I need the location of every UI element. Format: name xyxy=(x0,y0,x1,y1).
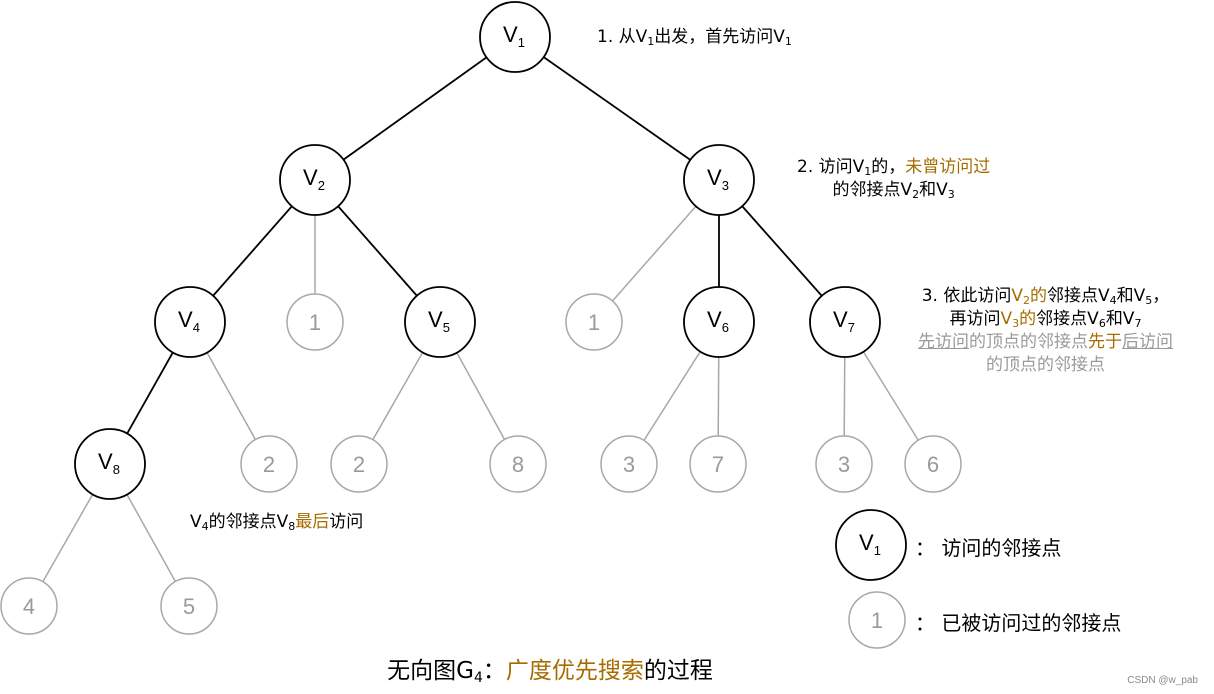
label-v4: V4 xyxy=(178,307,200,335)
visited-edges xyxy=(28,179,934,607)
label-visited-3-b: 3 xyxy=(838,452,850,477)
legend-visited-node xyxy=(848,591,906,649)
node-v6 xyxy=(683,286,755,358)
label-visited-3-a: 3 xyxy=(623,452,635,477)
note-step1: 1. 从V1出发，首先访问V1 xyxy=(597,27,792,48)
label-v5: V5 xyxy=(428,307,450,335)
label-v2: V2 xyxy=(303,165,325,193)
label-v3: V3 xyxy=(707,165,729,193)
visit-edges xyxy=(109,36,846,465)
node-visited-7 xyxy=(689,435,747,493)
node-visited-5 xyxy=(160,577,218,635)
label-visited-1-a: 1 xyxy=(309,310,321,335)
legend-visit-node xyxy=(835,509,907,581)
label-visited-2-b: 2 xyxy=(353,452,365,477)
label-visited-5: 5 xyxy=(183,594,195,619)
node-visited-6 xyxy=(904,435,962,493)
legend-visit-text: ： 访问的邻接点 xyxy=(915,536,1062,560)
edge-v1-v2 xyxy=(314,36,516,181)
note-step4: V4的邻接点V8最后访问 xyxy=(190,512,364,533)
node-visited-3-a xyxy=(600,435,658,493)
label-visited-6: 6 xyxy=(927,452,939,477)
note-step2: 2. 访问V1的，未曾访问过 的邻接点V2和V3 xyxy=(797,157,991,201)
node-v2 xyxy=(279,144,351,216)
label-visited-7: 7 xyxy=(712,452,724,477)
node-v1 xyxy=(479,1,551,73)
legend-visit-node-label: V1 xyxy=(859,530,881,558)
node-visited-2-a xyxy=(240,435,298,493)
edge-v1-v3 xyxy=(514,36,720,181)
node-visited-8 xyxy=(489,435,547,493)
node-visited-1-b xyxy=(565,293,623,351)
label-visited-1-b: 1 xyxy=(588,310,600,335)
diagram-caption: 无向图G4：广度优先搜索的过程 xyxy=(387,658,713,686)
legend-visited-text: ： 已被访问过的邻接点 xyxy=(915,611,1122,635)
node-visited-4 xyxy=(0,577,58,635)
legend-visited-node-label: 1 xyxy=(871,608,883,633)
label-v6: V6 xyxy=(707,307,729,335)
node-v8 xyxy=(74,428,146,500)
node-visited-2-b xyxy=(330,435,388,493)
node-visited-3-b xyxy=(815,435,873,493)
label-v8: V8 xyxy=(98,449,120,477)
note-step3: 3. 依此访问V2的邻接点V4和V5， 再访问V3的邻接点V6和V7 先访问的顶… xyxy=(918,286,1173,375)
label-visited-8: 8 xyxy=(512,452,524,477)
node-v4 xyxy=(154,286,226,358)
label-v1: V1 xyxy=(503,22,525,50)
node-visited-1-a xyxy=(286,293,344,351)
label-visited-2-a: 2 xyxy=(263,452,275,477)
label-v7: V7 xyxy=(833,307,855,335)
node-v3 xyxy=(683,144,755,216)
node-v7 xyxy=(809,286,881,358)
label-visited-4: 4 xyxy=(23,594,35,619)
watermark: CSDN @w_pab xyxy=(1127,675,1198,686)
node-v5 xyxy=(404,286,476,358)
